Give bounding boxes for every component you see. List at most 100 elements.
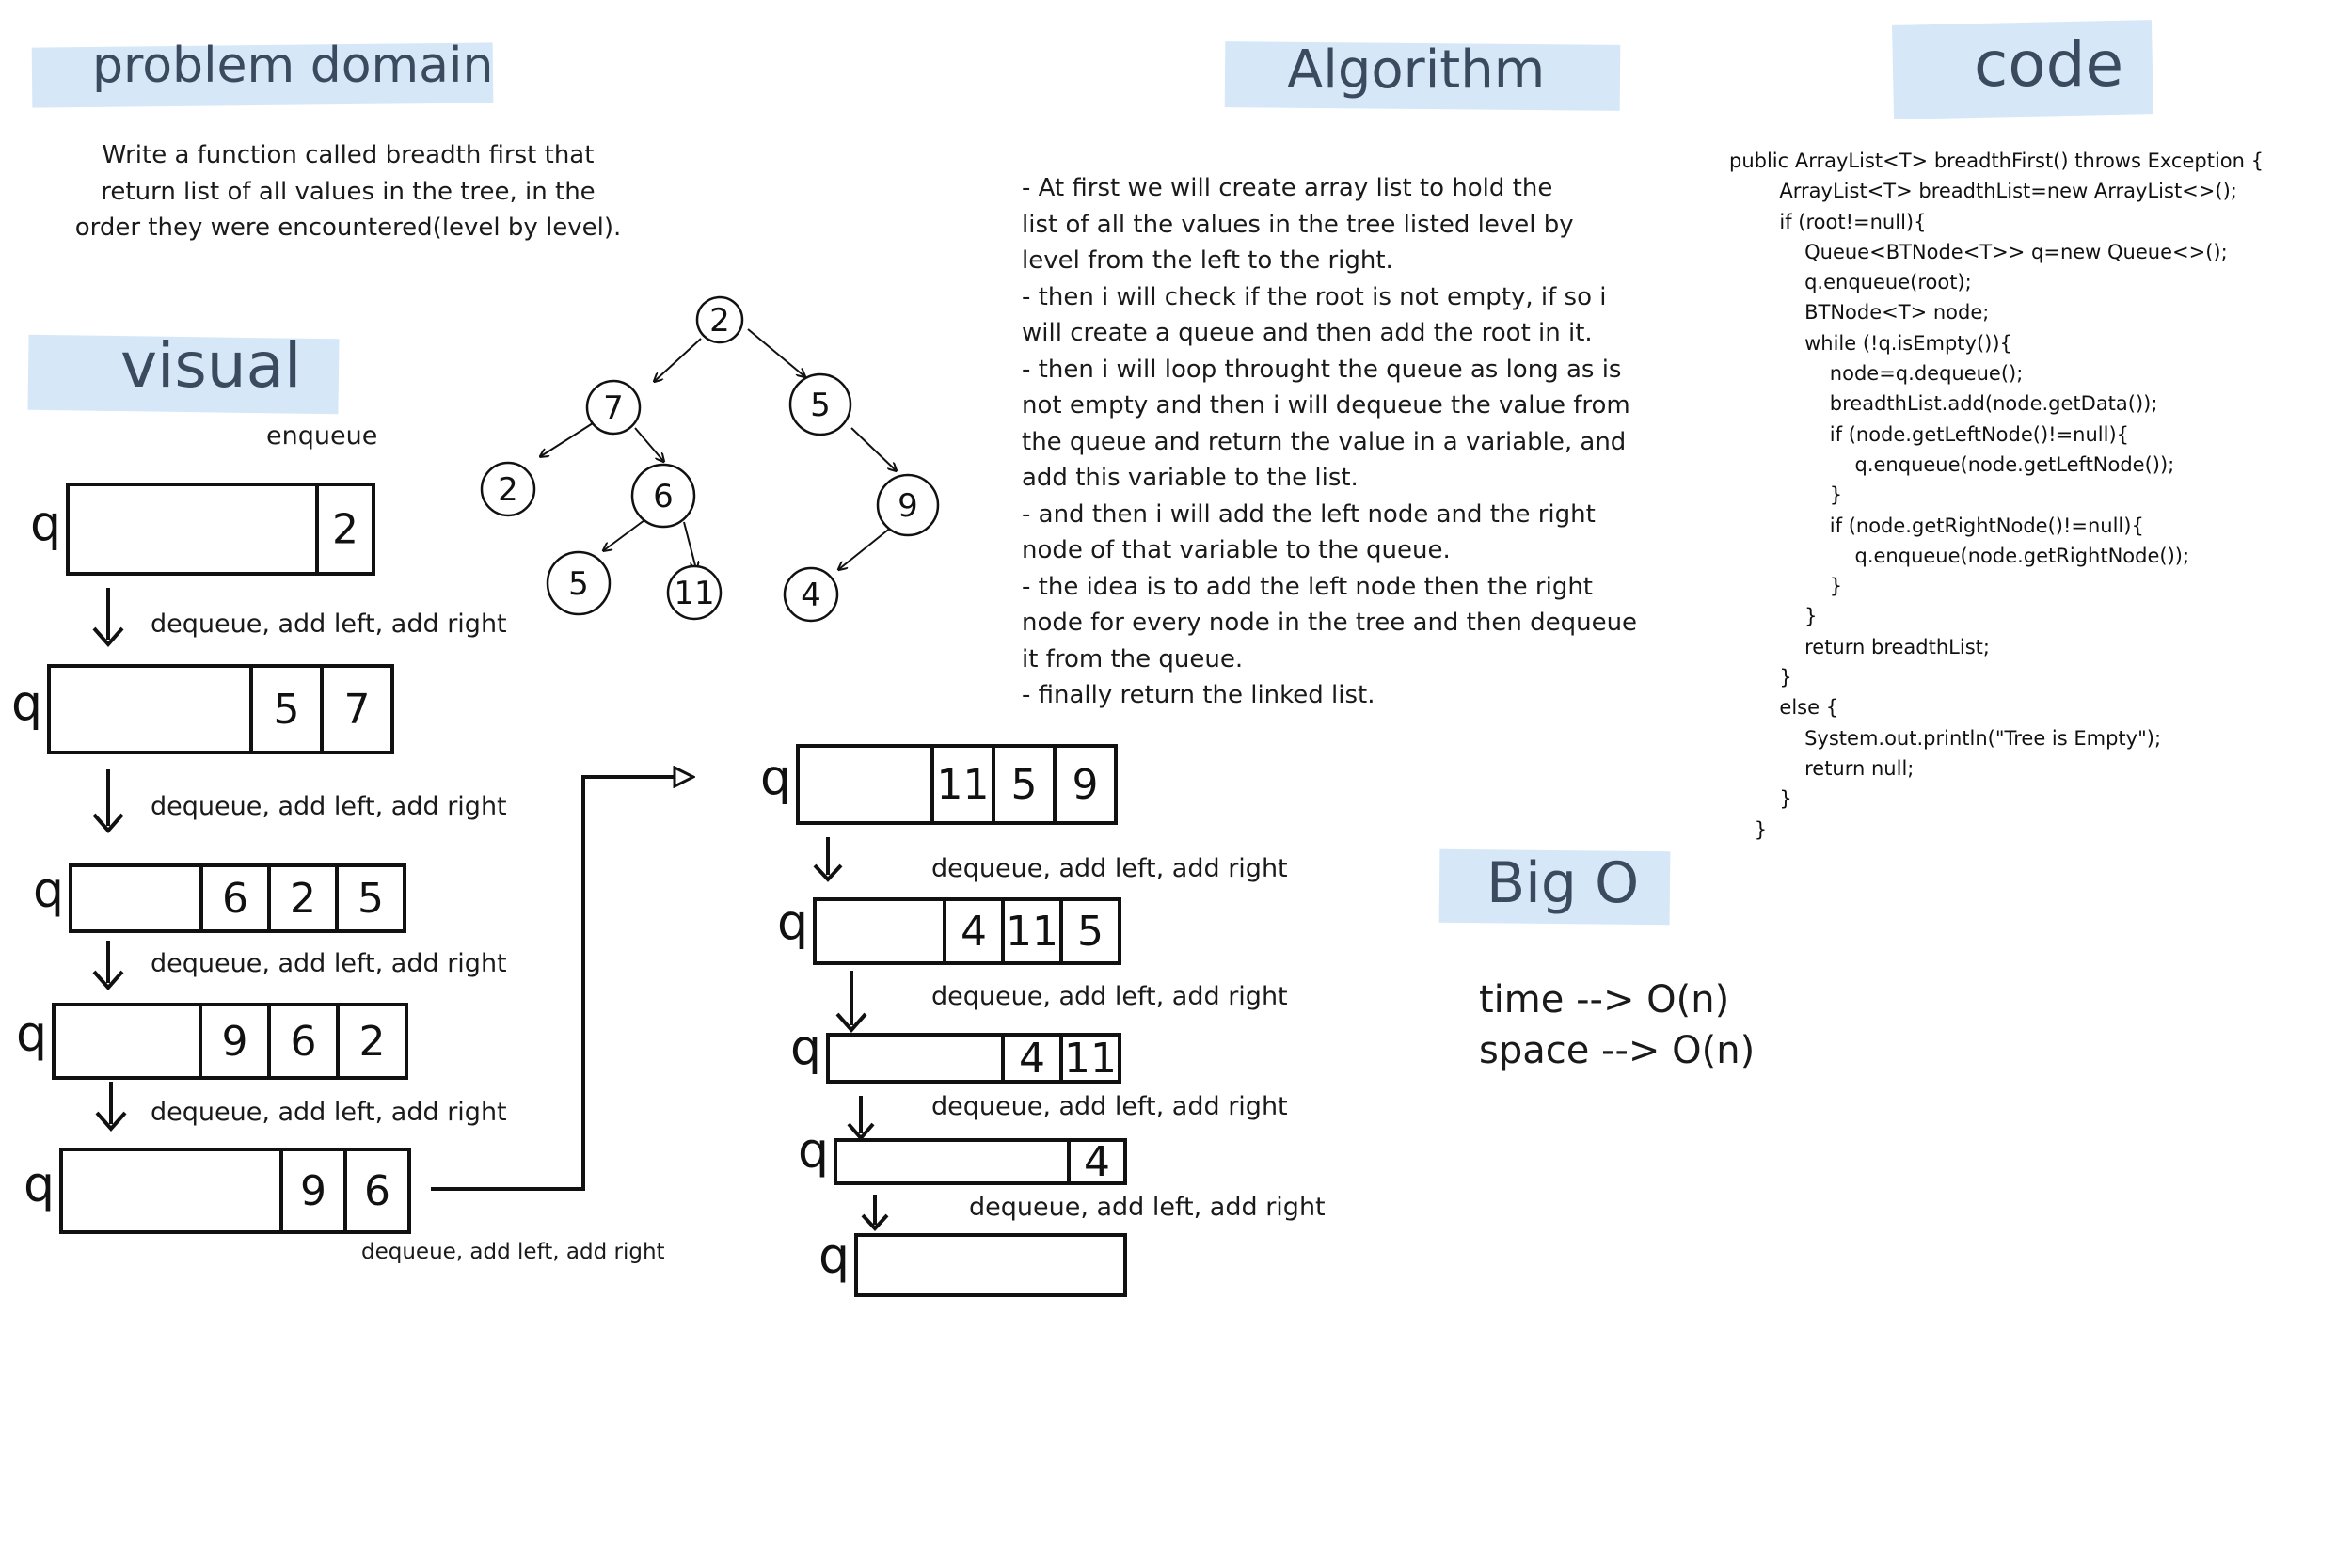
- time-complexity: time --> O(n): [1479, 978, 1730, 1022]
- code-line: q.enqueue(node.getLeftNode());: [1729, 452, 2175, 476]
- queue-cell-value: 11: [937, 761, 990, 809]
- tree-edge: [655, 338, 702, 381]
- queue-cell-value: 6: [222, 875, 248, 923]
- step-label: dequeue, add left, add right: [931, 982, 1288, 1011]
- tree-edge: [839, 526, 893, 569]
- queue-box: [47, 664, 394, 754]
- problem-line: order they were encountered(level by lev…: [74, 214, 622, 242]
- tree-edge: [541, 422, 594, 456]
- tree-node-circle: [585, 379, 642, 436]
- tree-node: 6: [630, 463, 696, 529]
- tree-node-circle: [630, 463, 696, 529]
- queue-box: [69, 863, 406, 933]
- code-line: }: [1729, 575, 1843, 598]
- queue-box: [796, 744, 1118, 825]
- queue-box: [826, 1033, 1121, 1084]
- big-o-heading: Big O: [1486, 850, 1640, 916]
- queue-letter: q: [818, 1228, 850, 1285]
- algorithm-heading: Algorithm: [1287, 40, 1546, 101]
- queue-box: [813, 897, 1121, 965]
- code-line: breadthList.add(node.getData());: [1729, 392, 2158, 416]
- tree-edge: [747, 328, 804, 376]
- visual-heading: visual: [120, 329, 302, 402]
- code-line: BTNode<T> node;: [1729, 301, 1990, 325]
- queue-box: [59, 1148, 411, 1234]
- queue-letter: q: [16, 1006, 47, 1062]
- code-line: ArrayList<T> breadthList=new ArrayList<>…: [1729, 180, 2237, 203]
- queue-right-5: q: [818, 1228, 1127, 1297]
- tree-node: 9: [876, 473, 940, 537]
- step-label: dequeue, add left, add right: [151, 949, 507, 978]
- tree-node: 11: [666, 564, 723, 621]
- tree-node-circle: [876, 473, 940, 537]
- algorithm-line: - At first we will create array list to …: [1022, 174, 1553, 202]
- code-block: public ArrayList<T> breadthFirst() throw…: [1729, 146, 2264, 845]
- queue-cell-value: 4: [1019, 1035, 1045, 1083]
- queue-box: [854, 1233, 1127, 1297]
- queue-letter: q: [24, 1157, 55, 1213]
- queue-cell-value: 4: [1084, 1138, 1110, 1186]
- tree-node-circle: [666, 564, 723, 621]
- tree-node-circle: [788, 372, 852, 436]
- queue-box: [66, 483, 375, 576]
- tree-edge: [604, 519, 645, 550]
- tree-node-value: 9: [898, 487, 918, 525]
- queue-box: [52, 1003, 408, 1080]
- code-line: if (root!=null){: [1729, 210, 1927, 233]
- algorithm-line: the queue and return the value in a vari…: [1022, 427, 1627, 456]
- code-line: q.enqueue(root);: [1729, 271, 1972, 294]
- problem-domain-text: Write a function called breadth first th…: [47, 137, 649, 246]
- tree-edge: [850, 427, 896, 470]
- code-line: }: [1729, 787, 1792, 811]
- code-line: if (node.getRightNode()!=null){: [1729, 514, 2144, 537]
- step-label: dequeue, add left, add right: [931, 854, 1288, 883]
- code-heading: code: [1974, 28, 2124, 101]
- algorithm-line: node for every node in the tree and then…: [1022, 609, 1638, 637]
- tree-node-circle: [695, 295, 744, 344]
- queue-cell-value: 4: [961, 908, 987, 956]
- queue-letter: q: [30, 496, 61, 552]
- code-line: }: [1729, 666, 1792, 689]
- down-arrow: [92, 769, 124, 834]
- algorithm-line: - and then i will add the left node and …: [1022, 499, 1596, 529]
- queue-box: [834, 1138, 1127, 1185]
- code-line: node=q.dequeue();: [1729, 362, 2024, 386]
- queue-cell-value: 11: [1064, 1035, 1117, 1083]
- tree-node: 4: [783, 566, 839, 623]
- tree-node-circle: [783, 566, 839, 623]
- queue-cell-value: 6: [291, 1018, 317, 1066]
- tree-node: 2: [480, 461, 536, 517]
- queue-letter: q: [760, 750, 791, 806]
- down-arrow: [835, 971, 867, 1034]
- code-line: return breadthList;: [1729, 635, 1990, 658]
- tree-node: 5: [788, 372, 852, 436]
- step-label: dequeue, add left, add right: [151, 610, 507, 639]
- algorithm-line: add this variable to the list.: [1022, 464, 1359, 492]
- enqueue-label: enqueue: [266, 421, 378, 451]
- code-line: }: [1729, 483, 1843, 507]
- queue-cell-value: 2: [332, 506, 358, 554]
- queue-cell-value: 6: [364, 1167, 390, 1215]
- tree-edge: [683, 521, 696, 569]
- queue-cell-value: 11: [1006, 908, 1058, 956]
- algorithm-line: node of that variable to the queue.: [1022, 536, 1451, 564]
- code-line: System.out.println("Tree is Empty");: [1729, 726, 2162, 750]
- problem-domain-heading: problem domain: [92, 38, 494, 94]
- tree-node: 2: [695, 295, 744, 344]
- queue-cell-value: 9: [300, 1167, 326, 1215]
- algorithm-line: - then i will loop throught the queue as…: [1022, 355, 1622, 384]
- down-arrow: [847, 1096, 875, 1142]
- algorithm-line: - the idea is to add the left node then …: [1022, 572, 1594, 601]
- down-arrow: [95, 1082, 127, 1132]
- step-label: dequeue, add left, add right: [931, 1092, 1288, 1121]
- algorithm-line: - then i will check if the root is not e…: [1022, 282, 1607, 311]
- tree-node-value: 2: [709, 302, 730, 340]
- code-line: }: [1729, 817, 1768, 841]
- connector-arrow: [431, 777, 691, 1191]
